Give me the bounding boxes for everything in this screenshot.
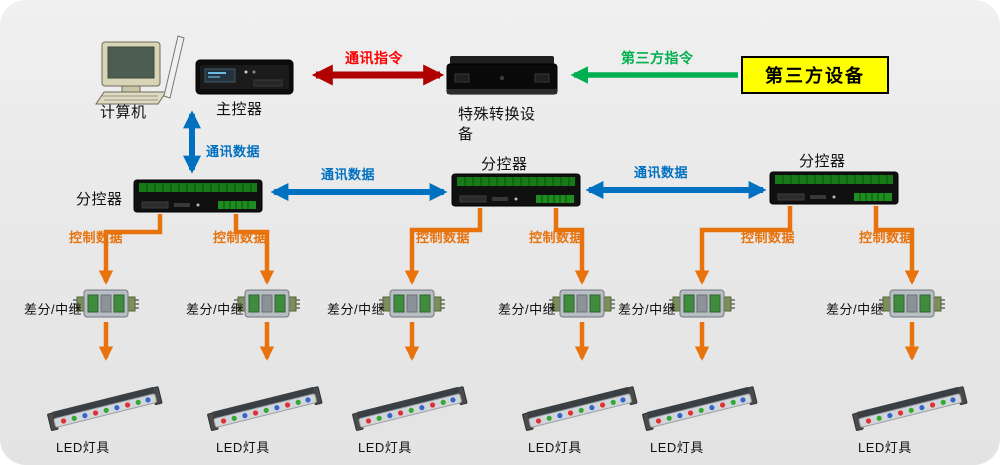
control-data-arrow-4 bbox=[553, 208, 590, 285]
led-lamp-label-6: LED灯具 bbox=[858, 440, 912, 455]
control-data-label-6: 控制数据 bbox=[859, 230, 914, 245]
repeater-device-4 bbox=[548, 289, 616, 318]
repeater-label-4: 差分/中继 bbox=[498, 302, 557, 317]
control-data-arrow-6 bbox=[873, 206, 920, 285]
sub-controller-label-2: 分控器 bbox=[481, 156, 528, 173]
master-to-sub-label: 通讯数据 bbox=[206, 144, 261, 159]
control-data-arrow-1 bbox=[98, 214, 163, 285]
led-lamp-label-3: LED灯具 bbox=[358, 440, 412, 455]
sub-controller-device-1 bbox=[133, 179, 263, 213]
control-data-label-4: 控制数据 bbox=[529, 230, 584, 245]
repeater-device-5 bbox=[668, 289, 736, 318]
sub-controller-label-1: 分控器 bbox=[76, 191, 123, 208]
repeater-device-1 bbox=[72, 289, 140, 318]
sub-bus-label-2: 通讯数据 bbox=[634, 165, 689, 180]
third-party-device-box: 第三方设备 bbox=[741, 56, 889, 94]
repeater-label-2: 差分/中继 bbox=[186, 302, 245, 317]
control-data-arrow-5 bbox=[694, 206, 793, 285]
computer-label: 计算机 bbox=[100, 104, 147, 121]
repeater-label-5: 差分/中继 bbox=[618, 302, 677, 317]
converter-label-line1: 特殊转换设 bbox=[458, 106, 536, 123]
control-data-arrow-2 bbox=[233, 214, 275, 285]
led-lamp-label-1: LED灯具 bbox=[56, 440, 110, 455]
led-bar-1 bbox=[46, 385, 163, 432]
led-lamp-label-2: LED灯具 bbox=[216, 440, 270, 455]
converter-label-line2: 备 bbox=[458, 126, 474, 143]
led-bar-2 bbox=[206, 385, 323, 432]
repeater-label-6: 差分/中继 bbox=[826, 302, 885, 317]
led-bar-3 bbox=[351, 385, 468, 432]
repeater-label-1: 差分/中继 bbox=[24, 302, 83, 317]
sub-controller-device-2 bbox=[451, 173, 581, 207]
repeater-device-3 bbox=[378, 289, 446, 318]
led-bar-4 bbox=[521, 385, 638, 432]
repeater-to-led-arrows bbox=[98, 322, 920, 361]
sub-controller-device-3 bbox=[769, 171, 899, 205]
stylus-icon bbox=[163, 35, 185, 99]
control-data-label-2: 控制数据 bbox=[213, 230, 268, 245]
control-data-arrows bbox=[98, 206, 920, 285]
led-lamp-label-4: LED灯具 bbox=[528, 440, 582, 455]
third-party-command-label: 第三方指令 bbox=[621, 50, 694, 66]
converter-label: 特殊转换设 备 bbox=[458, 105, 536, 145]
computer-icon bbox=[95, 35, 185, 105]
comm-command-label: 通讯指令 bbox=[345, 50, 403, 66]
control-data-arrow-3 bbox=[404, 208, 483, 285]
repeater-device-6 bbox=[878, 289, 946, 318]
led-lamp-label-5: LED灯具 bbox=[650, 440, 704, 455]
converter-device bbox=[446, 56, 558, 95]
sub-bus-label-1: 通讯数据 bbox=[321, 167, 376, 182]
control-data-label-5: 控制数据 bbox=[741, 230, 796, 245]
control-data-label-3: 控制数据 bbox=[416, 230, 471, 245]
control-data-label-1: 控制数据 bbox=[69, 230, 124, 245]
led-bar-6 bbox=[851, 385, 968, 432]
sub-controller-label-3: 分控器 bbox=[799, 153, 846, 170]
master-controller-label: 主控器 bbox=[216, 101, 263, 118]
led-bar-5 bbox=[641, 385, 758, 432]
repeater-label-3: 差分/中继 bbox=[327, 302, 386, 317]
master-controller-device bbox=[195, 59, 294, 95]
